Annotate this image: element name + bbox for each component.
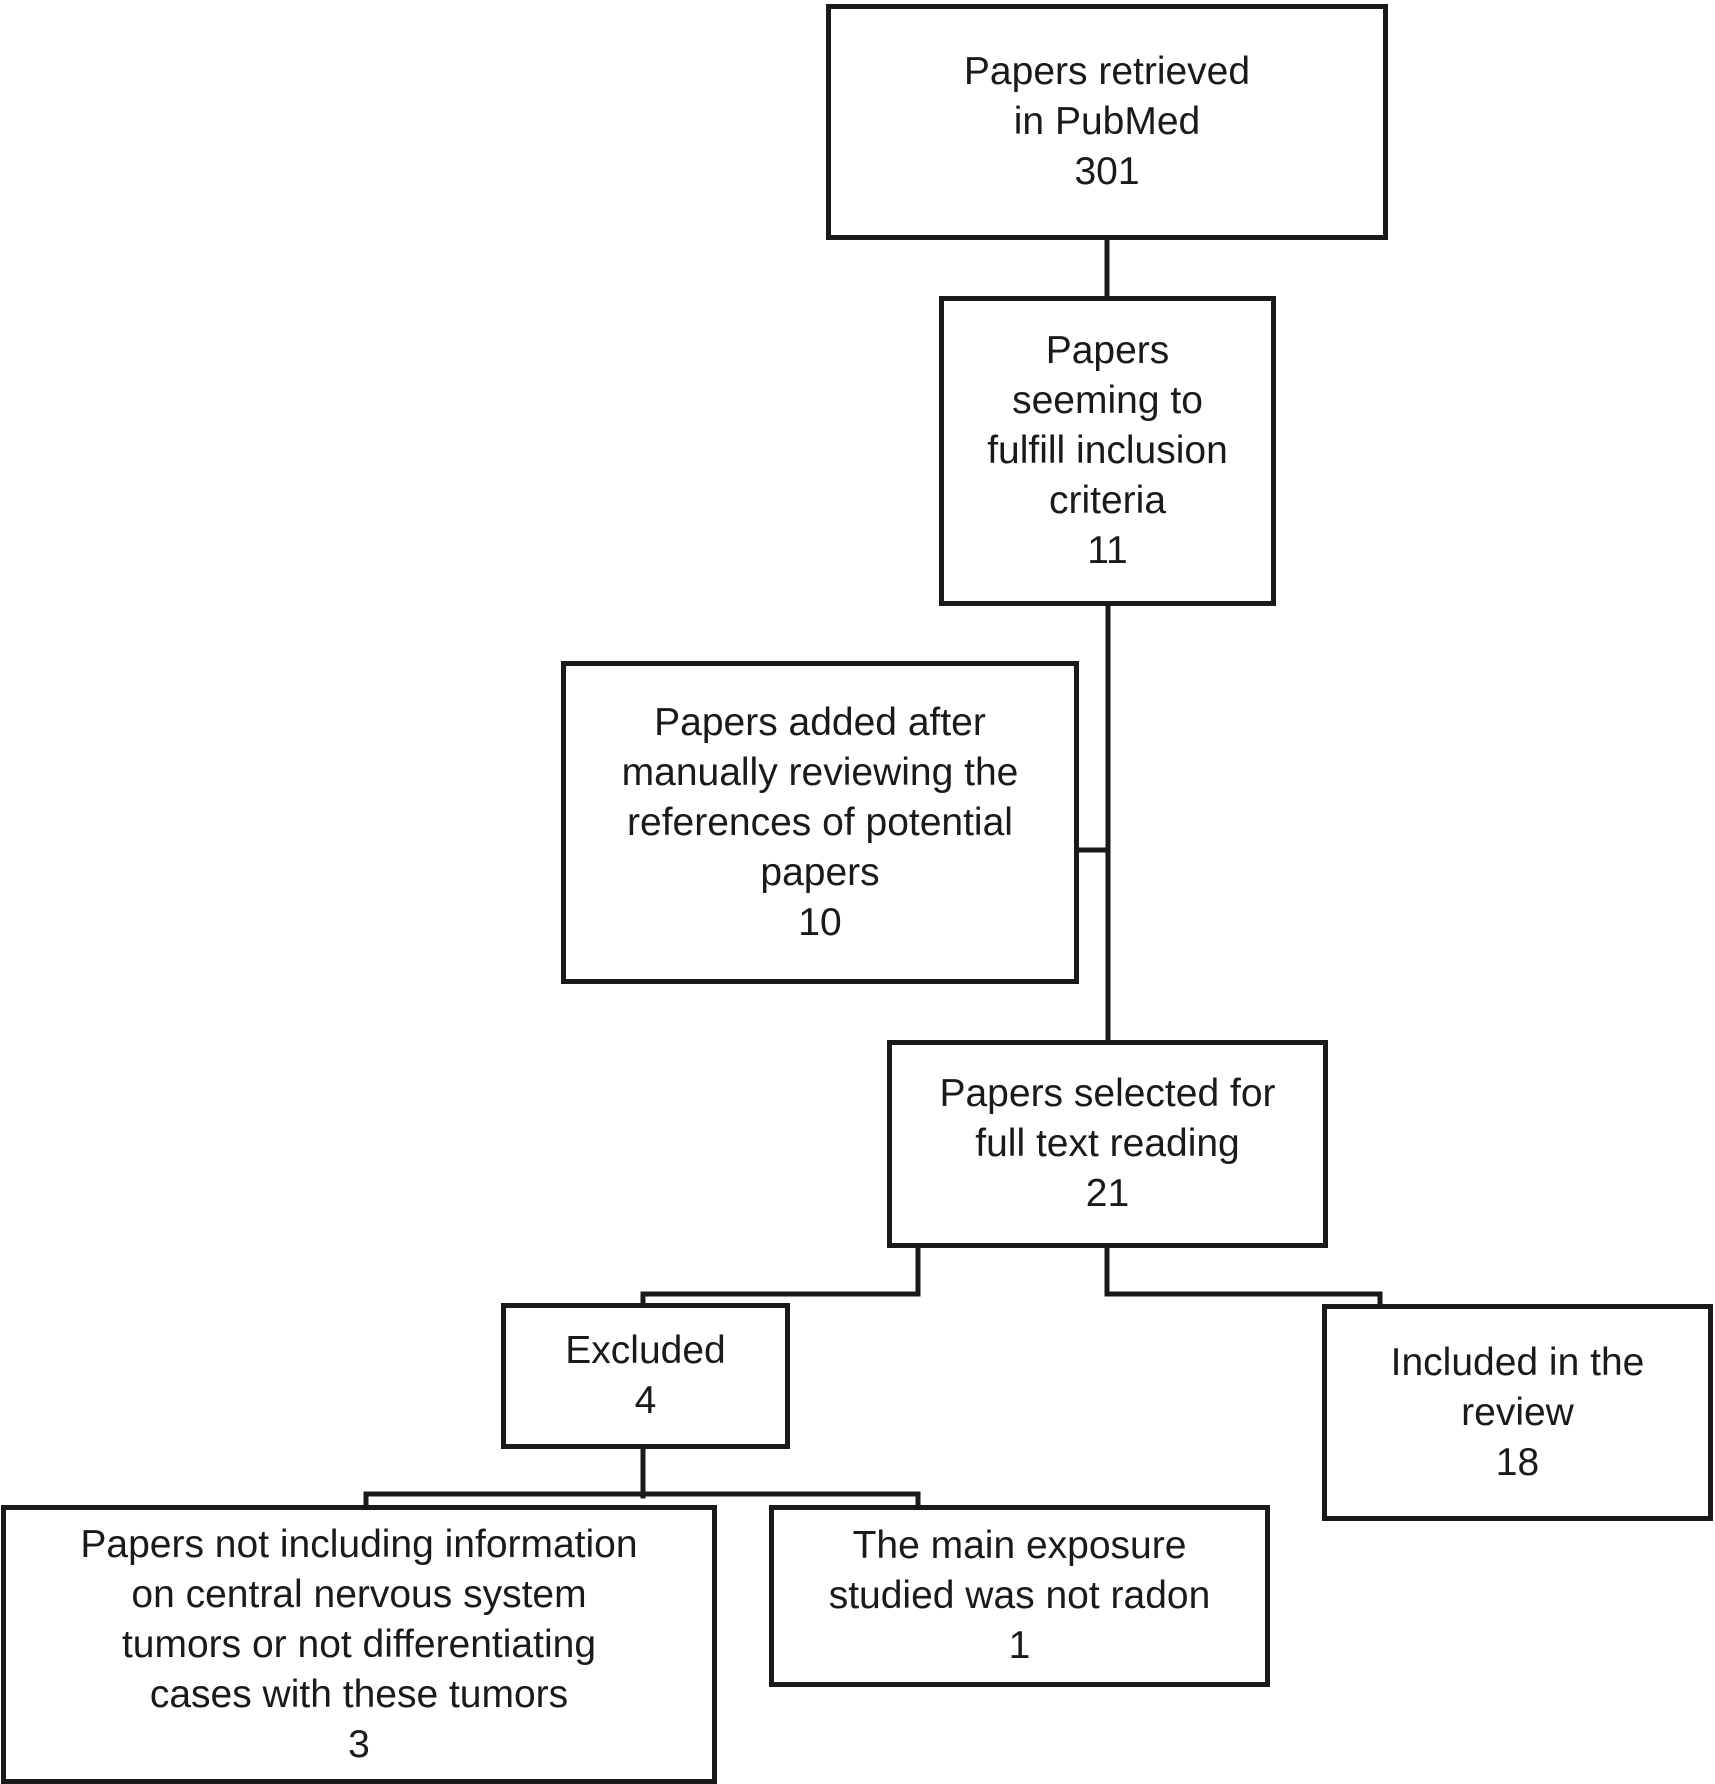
- box-count: 301: [1074, 150, 1140, 193]
- box-count: 21: [1085, 1172, 1130, 1215]
- box-line: Papers selected for: [939, 1072, 1276, 1115]
- box-included-in-review: Included in the review 18: [1322, 1304, 1713, 1521]
- box-papers-inclusion-criteria: Papers seeming to fulfill inclusion crit…: [939, 296, 1276, 606]
- box-line: The main exposure: [852, 1524, 1187, 1567]
- box-count: 1: [1008, 1624, 1031, 1667]
- box-line: papers: [760, 850, 880, 894]
- box-line: Papers added after: [654, 700, 986, 744]
- box-papers-added-manually: Papers added after manually reviewing th…: [561, 661, 1079, 984]
- box-count: 11: [1087, 529, 1128, 572]
- box-line: in PubMed: [1013, 100, 1201, 143]
- box-line: references of potential: [627, 800, 1013, 844]
- box-exposure-not-radon: The main exposure studied was not radon …: [769, 1505, 1270, 1687]
- connector-selected-excluded: [640, 1243, 921, 1309]
- box-line: review: [1461, 1390, 1574, 1434]
- box-line: manually reviewing the: [621, 750, 1019, 794]
- box-count: 3: [348, 1722, 370, 1766]
- box-line: fulfill inclusion: [987, 429, 1228, 472]
- box-count: 18: [1495, 1440, 1540, 1484]
- box-line: criteria: [1048, 479, 1167, 522]
- box-line: tumors or not differentiating: [121, 1622, 597, 1666]
- box-excluded: Excluded 4: [501, 1303, 790, 1449]
- box-line: studied was not radon: [828, 1574, 1211, 1617]
- box-line: Included in the: [1390, 1340, 1645, 1384]
- box-line: seeming to: [1012, 379, 1203, 422]
- box-papers-retrieved: Papers retrieved in PubMed 301: [826, 4, 1388, 240]
- box-count: 10: [798, 900, 842, 944]
- box-line: Excluded: [565, 1329, 726, 1372]
- box-line: Papers retrieved: [963, 50, 1251, 93]
- box-line: Papers not including information: [80, 1522, 638, 1566]
- connector-excluded-split: [363, 1491, 921, 1511]
- box-no-cns-information: Papers not including information on cent…: [1, 1505, 717, 1784]
- box-line: cases with these tumors: [149, 1672, 569, 1716]
- box-count: 4: [634, 1379, 657, 1422]
- connector-selected-included: [1104, 1243, 1383, 1309]
- box-papers-selected-full-text: Papers selected for full text reading 21: [887, 1040, 1328, 1248]
- box-line: on central nervous system: [131, 1572, 587, 1616]
- box-line: full text reading: [975, 1122, 1240, 1165]
- box-line: Papers: [1045, 329, 1170, 372]
